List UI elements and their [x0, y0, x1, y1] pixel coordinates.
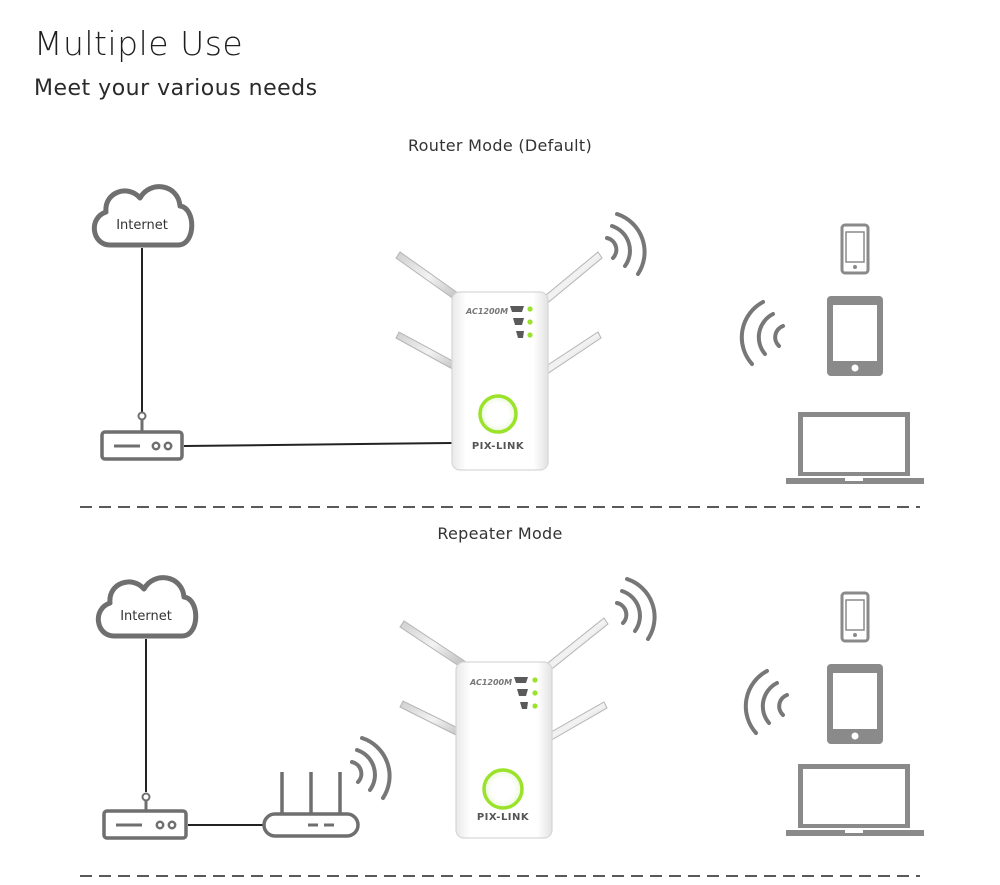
ethernet-cable — [183, 442, 453, 447]
device-model-label: AC1200M — [465, 307, 508, 316]
router-mode-section: Internet — [91, 184, 924, 484]
wps-ring — [482, 768, 524, 810]
tablet-icon — [827, 664, 883, 744]
wifi-signal-icon — [350, 736, 392, 800]
router-mode-label: Router Mode (Default) — [407, 136, 593, 155]
cloud-label: Internet — [120, 609, 172, 624]
smartphone-icon — [840, 591, 870, 643]
wireless-router-icon — [262, 772, 360, 838]
wifi-signal-icon — [615, 577, 657, 641]
wifi-signal-icon — [743, 669, 789, 735]
modem-icon — [100, 411, 184, 461]
led-indicator — [527, 332, 533, 338]
wps-ring — [478, 394, 518, 434]
led-indicator — [532, 703, 538, 709]
cloud-icon: Internet — [91, 184, 195, 248]
wifi-repeater-device: AC1200M PIX-LINK — [395, 251, 603, 471]
device-brand-label: PIX-LINK — [477, 812, 530, 823]
repeater-mode-section: Internet — [95, 575, 924, 840]
smartphone-icon — [840, 223, 870, 275]
led-indicator — [527, 306, 533, 312]
laptop-icon — [786, 764, 924, 836]
cloud-label: Internet — [116, 218, 168, 233]
repeater-mode-label: Repeater Mode — [437, 524, 563, 543]
device-brand-label: PIX-LINK — [472, 441, 525, 452]
device-model-label: AC1200M — [469, 678, 512, 687]
laptop-icon — [786, 412, 924, 484]
led-indicator — [527, 319, 533, 325]
wifi-repeater-device: AC1200M PIX-LINK — [399, 617, 609, 839]
wifi-signal-icon — [605, 212, 647, 276]
led-indicator — [532, 677, 538, 683]
page-subtitle: Meet your various needs — [34, 76, 318, 101]
tablet-icon — [827, 296, 883, 376]
page-title: Multiple Use — [34, 24, 244, 63]
led-indicator — [532, 690, 538, 696]
wifi-signal-icon — [739, 300, 785, 366]
cloud-icon: Internet — [95, 575, 199, 639]
modem-icon — [102, 792, 188, 840]
